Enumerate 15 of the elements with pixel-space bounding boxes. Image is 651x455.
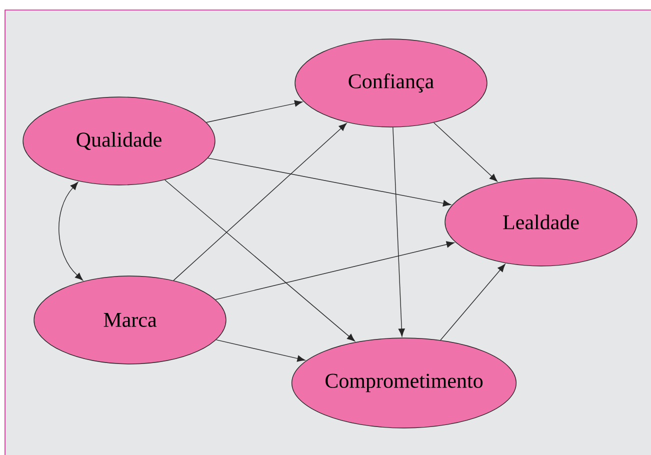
ellipse-node: Lealdade xyxy=(444,178,638,266)
arrow xyxy=(164,180,356,342)
arrow xyxy=(216,339,306,362)
arrow xyxy=(208,158,452,206)
arrow xyxy=(440,264,506,340)
arrow xyxy=(392,126,405,337)
arrow xyxy=(215,241,454,300)
arrow xyxy=(58,182,83,281)
ellipse-node: Confiança xyxy=(294,38,488,128)
ellipse-node: Qualidade xyxy=(22,96,216,186)
arrow xyxy=(434,122,498,182)
arrow xyxy=(173,123,347,281)
ellipse-node: Comprometimento xyxy=(291,338,517,428)
arrow xyxy=(206,100,303,123)
ellipse-node: Marca xyxy=(34,276,226,364)
